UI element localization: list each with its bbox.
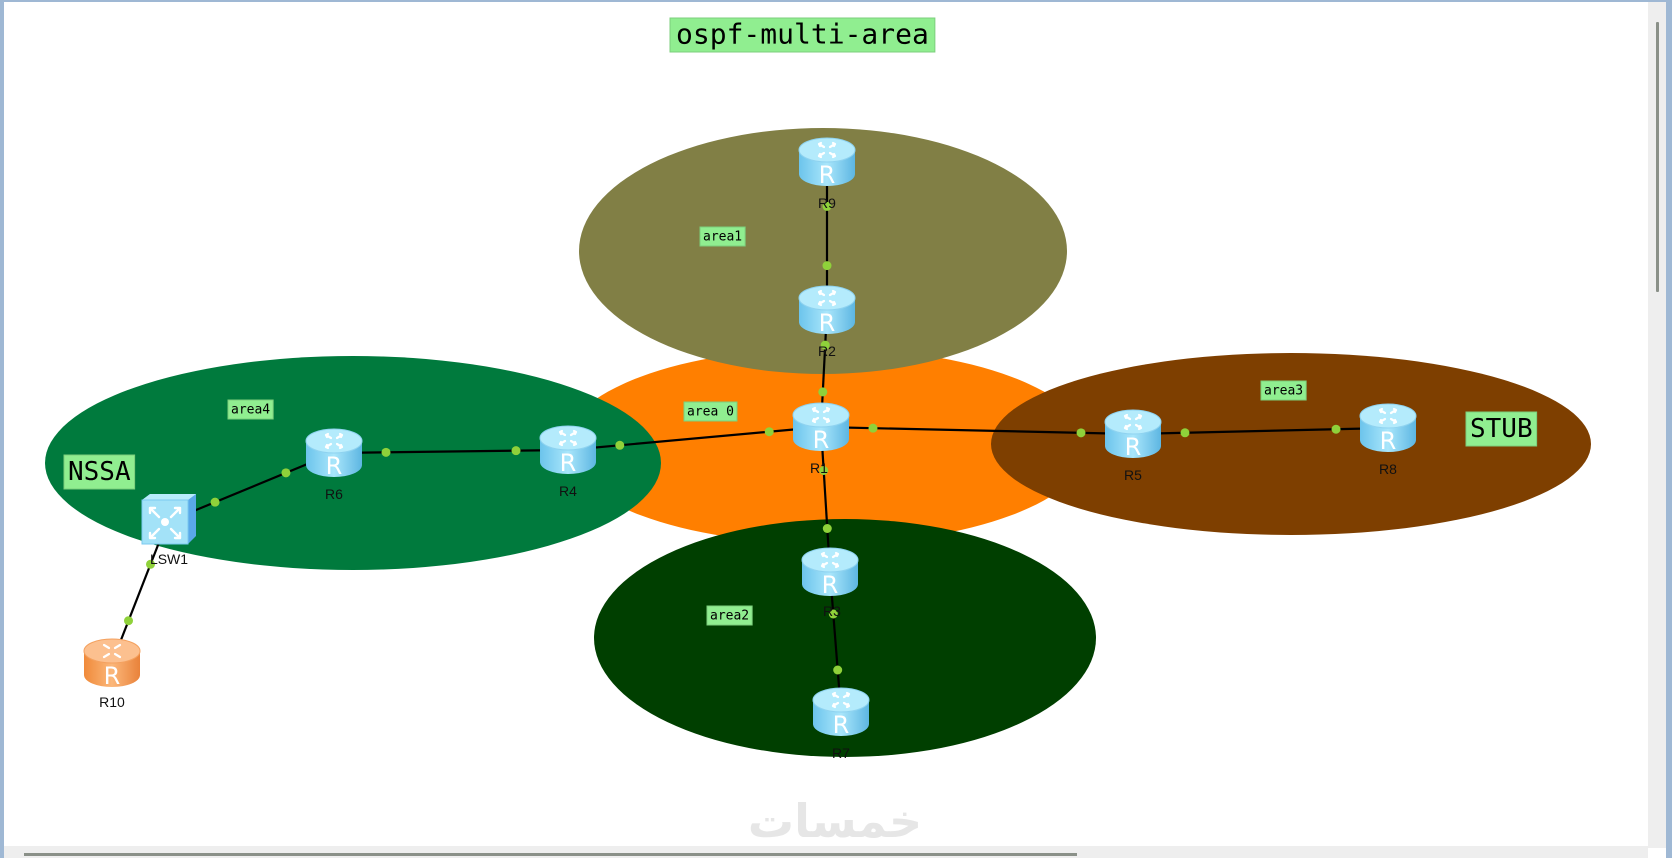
port-dot[interactable] xyxy=(868,423,878,433)
watermark-text: خمسات xyxy=(748,795,922,843)
device-lsw1[interactable]: LSW1 xyxy=(140,492,198,567)
port-dot[interactable] xyxy=(819,466,829,475)
link-R5-R8[interactable] xyxy=(1132,426,1389,436)
area-label-area4: area4 xyxy=(227,399,274,420)
port-dot[interactable] xyxy=(764,427,774,437)
port-dot[interactable] xyxy=(511,446,521,456)
device-label: R6 xyxy=(325,486,343,502)
port-dot[interactable] xyxy=(381,447,391,457)
horizontal-scrollbar-thumb[interactable] xyxy=(24,853,1077,856)
device-label: R7 xyxy=(832,745,850,761)
device-label: R4 xyxy=(559,483,577,499)
area-area2-region[interactable] xyxy=(594,519,1096,757)
window-top-border xyxy=(0,0,1672,2)
port-dot[interactable] xyxy=(1180,428,1190,438)
vertical-scrollbar[interactable] xyxy=(1648,2,1666,848)
link-R4-R6[interactable] xyxy=(333,448,569,455)
device-r9[interactable]: R9 xyxy=(797,136,857,211)
port-dot[interactable] xyxy=(822,524,832,533)
svg-text:NSSA: NSSA xyxy=(68,457,131,487)
area-label-area2: area2 xyxy=(706,605,753,626)
window-left-border xyxy=(0,0,4,858)
vertical-scrollbar-thumb[interactable] xyxy=(1656,22,1659,292)
device-r3[interactable]: R3 xyxy=(800,546,860,619)
area-area3-region[interactable] xyxy=(991,353,1591,535)
device-r10[interactable]: R10 xyxy=(82,637,142,710)
port-dot[interactable] xyxy=(146,559,155,569)
area-type-label-area3: STUB xyxy=(1465,411,1538,447)
device-label: R10 xyxy=(99,694,125,710)
device-label: R1 xyxy=(810,460,828,476)
router-icon[interactable] xyxy=(791,401,851,456)
area-type-label-area4: NSSA xyxy=(63,454,136,490)
area-area1-region[interactable] xyxy=(579,128,1067,374)
device-label: R3 xyxy=(823,603,841,619)
port-dot[interactable] xyxy=(281,468,291,478)
device-label: LSW1 xyxy=(150,551,188,567)
diagram-title: ospf-multi-area xyxy=(669,17,936,53)
svg-text:STUB: STUB xyxy=(1470,414,1533,444)
device-r7[interactable]: R7 xyxy=(811,686,871,761)
device-label: R2 xyxy=(818,343,836,359)
port-dot[interactable] xyxy=(1076,428,1086,438)
port-dot[interactable] xyxy=(615,440,625,450)
router-icon[interactable] xyxy=(797,136,857,191)
port-dot[interactable] xyxy=(1331,424,1341,434)
svg-text:area1: area1 xyxy=(703,229,742,244)
router-icon[interactable] xyxy=(538,424,598,479)
area-label-area1: area1 xyxy=(699,226,746,247)
device-r6[interactable]: R6 xyxy=(304,427,364,502)
device-r5[interactable]: R5 xyxy=(1103,408,1163,483)
svg-text:area4: area4 xyxy=(231,402,270,417)
router-icon[interactable] xyxy=(797,284,857,339)
device-label: R8 xyxy=(1379,461,1397,477)
device-label: R5 xyxy=(1124,467,1142,483)
port-dot[interactable] xyxy=(124,616,133,626)
port-dot[interactable] xyxy=(210,497,220,507)
device-label: R9 xyxy=(818,195,836,211)
switch-icon[interactable] xyxy=(140,492,198,546)
port-dot[interactable] xyxy=(833,665,843,675)
port-dot[interactable] xyxy=(828,609,838,619)
area-label-area3: area3 xyxy=(1260,380,1307,401)
device-r8[interactable]: R8 xyxy=(1358,402,1418,477)
svg-text:area2: area2 xyxy=(710,608,749,623)
port-dot[interactable] xyxy=(822,261,832,271)
port-dot[interactable] xyxy=(820,340,830,350)
watermark: خمسات xyxy=(748,795,922,843)
svg-text:ospf-multi-area: ospf-multi-area xyxy=(676,17,929,50)
horizontal-scrollbar[interactable] xyxy=(4,846,1648,858)
area-label-area0: area 0 xyxy=(683,401,738,422)
router-icon[interactable] xyxy=(1358,402,1418,457)
svg-text:area 0: area 0 xyxy=(687,404,734,419)
link-R1-R4[interactable] xyxy=(567,425,822,452)
router-icon[interactable] xyxy=(1103,408,1163,463)
device-r2[interactable]: R2 xyxy=(797,284,857,359)
device-r4[interactable]: R4 xyxy=(538,424,598,499)
port-dot[interactable] xyxy=(822,201,832,211)
window-right-border xyxy=(1666,0,1672,858)
port-dot[interactable] xyxy=(818,387,828,397)
svg-text:area3: area3 xyxy=(1264,383,1303,398)
device-r1[interactable]: R1 xyxy=(791,401,851,476)
router-icon[interactable] xyxy=(811,686,871,741)
router-icon[interactable] xyxy=(82,637,142,692)
router-icon[interactable] xyxy=(800,546,860,601)
router-icon[interactable] xyxy=(304,427,364,482)
